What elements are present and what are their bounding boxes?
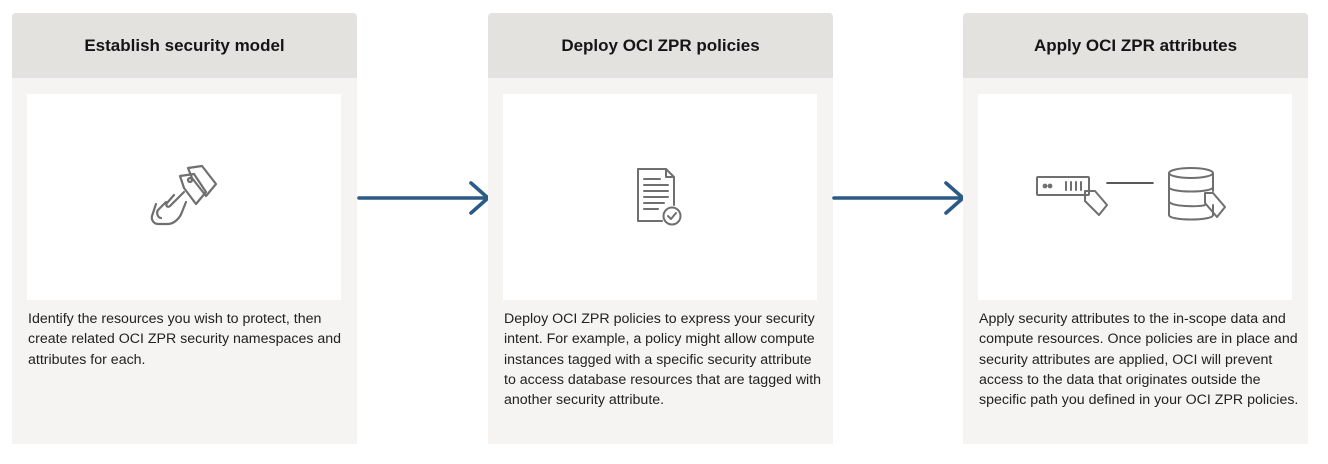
step-card-deploy: Deploy OCI ZPR policies Deploy OCI ZPR p… bbox=[488, 13, 833, 444]
server-database-tag-icon bbox=[1036, 167, 1226, 221]
step-title: Establish security model bbox=[12, 13, 357, 78]
step-title: Apply OCI ZPR attributes bbox=[963, 13, 1308, 78]
step-description: Identify the resources you wish to prote… bbox=[28, 311, 342, 368]
illustration-panel bbox=[27, 94, 341, 300]
step-description: Deploy OCI ZPR policies to express your … bbox=[504, 311, 822, 409]
policy-document-check-icon bbox=[637, 168, 682, 226]
step-description: Apply security attributes to the in-scop… bbox=[979, 311, 1299, 409]
flow-arrow-icon bbox=[832, 181, 965, 215]
illustration-panel bbox=[978, 94, 1292, 300]
illustration-panel bbox=[503, 94, 817, 300]
step-card-establish: Establish security model Identify the re… bbox=[12, 13, 357, 444]
step-title: Deploy OCI ZPR policies bbox=[488, 13, 833, 78]
step-card-apply: Apply OCI ZPR attributes bbox=[963, 13, 1308, 444]
flow-arrow-icon bbox=[357, 181, 490, 215]
touch-tag-icon bbox=[150, 164, 218, 226]
